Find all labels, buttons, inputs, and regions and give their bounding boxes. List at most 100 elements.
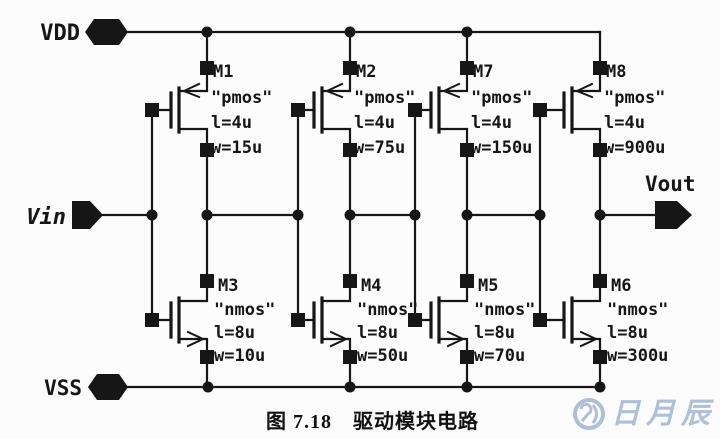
m4-nmos-arrow-icon <box>329 330 349 348</box>
junction-dot <box>201 209 213 221</box>
m3-length: l=8u <box>214 323 255 343</box>
m6-width: w=300u <box>607 346 668 366</box>
transistor-labels: M1 "pmos" l=4u w=15u M2 "pmos" l=4u w=75… <box>211 62 668 366</box>
m8-gate-pad <box>533 103 547 117</box>
transistor-m3-nmos <box>145 213 214 389</box>
vin-label: Vin <box>26 205 66 230</box>
m7-leads <box>437 30 469 217</box>
m1-leads <box>177 30 209 217</box>
m2-name: M2 <box>356 62 376 82</box>
m6-leads <box>570 213 602 389</box>
vdd-pin-icon <box>85 19 128 45</box>
label-m4: M4 "nmos" l=8u w=50u <box>357 276 418 366</box>
m5-nmos-arrow-icon <box>446 330 466 348</box>
m3-width: w=10u <box>214 346 265 366</box>
m2-drain-pad <box>343 143 357 157</box>
m6-drain-pad <box>593 274 607 288</box>
m5-leads <box>437 213 469 389</box>
m7-pads <box>408 61 474 157</box>
m1-model: "pmos" <box>211 88 272 108</box>
m5-model: "nmos" <box>474 300 535 320</box>
transistor-m7-pmos <box>408 30 474 217</box>
m7-gate-pad <box>408 103 422 117</box>
m7-name: M7 <box>473 62 493 82</box>
m6-gate-pad <box>533 313 547 327</box>
m2-width: w=75u <box>354 138 405 158</box>
m2-pmos-arrow-icon <box>324 82 344 99</box>
m4-name: M4 <box>361 276 381 296</box>
junction-dot <box>344 209 356 221</box>
m6-source-pad <box>593 350 607 364</box>
m5-source-pad <box>460 350 474 364</box>
vdd-label: VDD <box>40 21 80 46</box>
m6-name: M6 <box>611 276 631 296</box>
m4-leads <box>320 213 352 389</box>
m5-gate-pad <box>408 313 422 327</box>
label-m2: M2 "pmos" l=4u w=75u <box>354 62 415 158</box>
junction-dot <box>461 209 473 221</box>
figure-caption: 图 7.18 驱动模块电路 <box>266 411 479 433</box>
m3-source-pad <box>200 350 214 364</box>
m6-nmos-arrow-icon <box>579 330 599 348</box>
m1-drain-pad <box>200 143 214 157</box>
m2-length: l=4u <box>354 113 395 133</box>
m4-model: "nmos" <box>357 300 418 320</box>
transistor-m8-pmos <box>533 30 607 217</box>
vout-pin-icon <box>655 201 692 229</box>
m8-width: w=900u <box>604 138 665 158</box>
m1-length: l=4u <box>211 113 252 133</box>
m7-width: w=150u <box>471 138 532 158</box>
m7-pmos-arrow-icon <box>441 82 461 99</box>
junction-dot <box>594 381 606 393</box>
m1-gate-pad <box>145 103 159 117</box>
transistor-m5-nmos <box>408 213 474 389</box>
m3-name: M3 <box>218 276 238 296</box>
m5-name: M5 <box>478 276 498 296</box>
m6-length: l=8u <box>607 323 648 343</box>
m4-width: w=50u <box>357 346 408 366</box>
m6-pads <box>533 274 607 364</box>
m1-pads <box>145 61 214 157</box>
transistor-m2-pmos <box>291 30 357 217</box>
m1-source-pad <box>200 61 214 75</box>
m4-source-pad <box>343 350 357 364</box>
m1-pmos-arrow-icon <box>181 82 201 99</box>
m3-pads <box>145 274 214 364</box>
m5-length: l=8u <box>474 323 515 343</box>
junction-dot <box>461 26 473 38</box>
label-m1: M1 "pmos" l=4u w=15u <box>211 62 272 158</box>
m3-drain-pad <box>200 274 214 288</box>
m1-width: w=15u <box>211 138 262 158</box>
m8-name: M8 <box>606 62 626 82</box>
m4-drain-pad <box>343 274 357 288</box>
m3-gate-pad <box>145 313 159 327</box>
m1-name: M1 <box>213 62 233 82</box>
transistor-m6-nmos <box>533 213 607 389</box>
junction-dot <box>594 209 606 221</box>
junction-dot <box>146 209 158 221</box>
watermark-logo-icon <box>572 398 605 430</box>
m6-model: "nmos" <box>607 300 668 320</box>
m2-gate-pad <box>291 103 305 117</box>
junction-dot <box>344 26 356 38</box>
m3-leads <box>177 213 209 389</box>
vout-label: Vout <box>645 172 696 196</box>
m2-leads <box>320 30 352 217</box>
m5-pads <box>408 274 474 364</box>
m7-length: l=4u <box>471 113 512 133</box>
label-m5: M5 "nmos" l=8u w=70u <box>474 276 535 366</box>
m2-pads <box>291 61 357 157</box>
m8-pads <box>533 61 607 157</box>
watermark: 日月辰 <box>571 396 716 432</box>
m2-model: "pmos" <box>354 88 415 108</box>
m4-length: l=8u <box>357 323 398 343</box>
m8-pmos-arrow-icon <box>574 82 594 99</box>
m8-model: "pmos" <box>604 88 665 108</box>
transistor-m4-nmos <box>291 213 357 389</box>
junction-dot <box>201 26 213 38</box>
m4-pads <box>291 274 357 364</box>
m5-drain-pad <box>460 274 474 288</box>
m7-source-pad <box>460 61 474 75</box>
